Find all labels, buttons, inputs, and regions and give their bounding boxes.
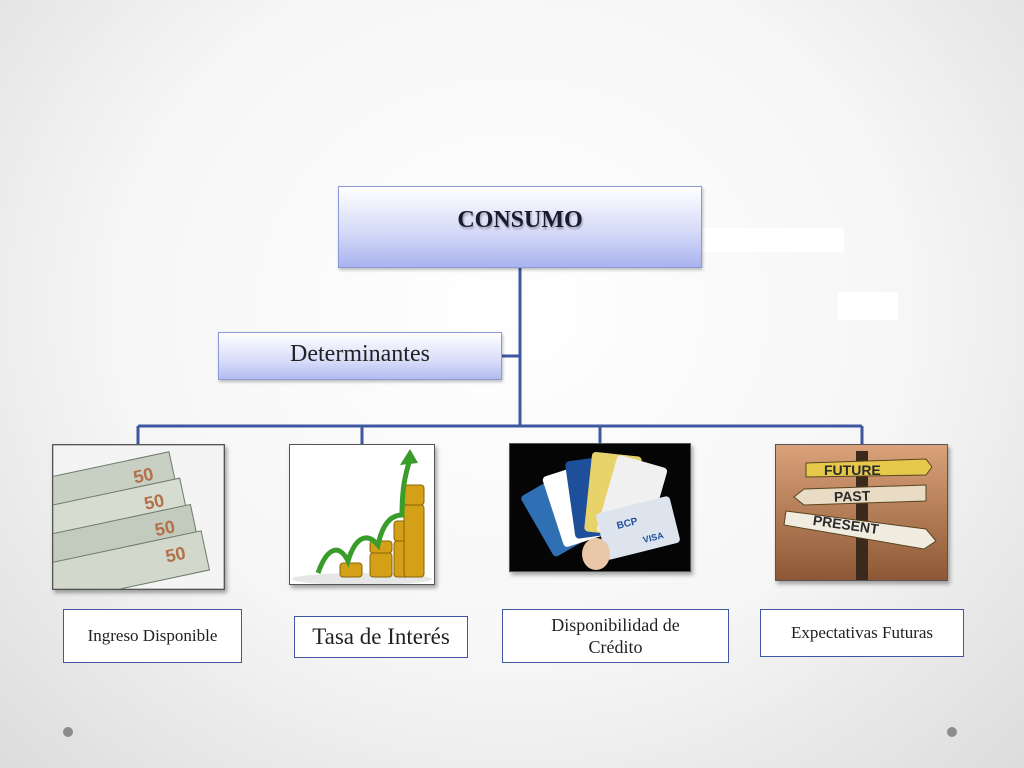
signpost-past-text: PAST <box>834 487 871 504</box>
root-label: CONSUMO <box>457 206 583 233</box>
determinants-label: Determinantes <box>290 340 430 367</box>
item-label-box-3: Disponibilidad de Crédito <box>502 609 729 663</box>
svg-text:50: 50 <box>132 464 156 488</box>
determinants-node: Determinantes <box>218 332 502 380</box>
money-bills-image: 50 50 50 50 <box>52 444 225 590</box>
item-label: Expectativas Futuras <box>790 623 934 642</box>
item-label-box-4: Expectativas Futuras <box>760 609 964 657</box>
slide-dot <box>947 727 957 737</box>
growing-coins-image <box>289 444 435 585</box>
item-label: Disponibilidad de Crédito <box>551 615 680 657</box>
signpost-image: FUTURE PAST PRESENT <box>775 444 948 581</box>
slide-dot <box>63 727 73 737</box>
svg-text:50: 50 <box>153 516 177 540</box>
signpost-future-text: FUTURE <box>824 462 881 478</box>
svg-text:BCP: BCP <box>616 516 639 532</box>
svg-text:50: 50 <box>142 490 166 514</box>
white-patch <box>838 292 898 320</box>
credit-cards-image: BCP VISA <box>509 443 691 572</box>
svg-text:50: 50 <box>164 543 188 567</box>
item-label-box-1: Ingreso Disponible <box>63 609 242 663</box>
white-patch <box>700 228 844 252</box>
item-label: Ingreso Disponible <box>87 626 218 645</box>
item-label: Tasa de Interés <box>312 624 450 649</box>
item-label-box-2: Tasa de Interés <box>294 616 468 658</box>
root-node: CONSUMO <box>338 186 702 268</box>
